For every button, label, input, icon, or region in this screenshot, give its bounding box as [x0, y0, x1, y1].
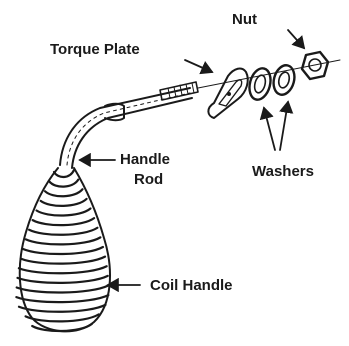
label-handle-rod-line2: Rod	[134, 171, 163, 188]
coil-wrap	[37, 209, 91, 216]
coil-wrap	[17, 276, 107, 283]
washer-2	[270, 63, 297, 97]
coil-wrap	[54, 170, 74, 177]
label-washers: Washers	[252, 163, 314, 180]
label-torque-plate: Torque Plate	[50, 41, 140, 58]
coil-wrap	[41, 199, 87, 206]
label-handle-rod-line1: Handle	[120, 151, 170, 168]
coil-wrap	[23, 247, 103, 254]
coil-wrap	[26, 314, 99, 321]
coil-wrap	[17, 286, 109, 293]
coil-wrap	[29, 228, 97, 235]
coil-wrap	[49, 180, 78, 187]
coil-wrap	[21, 257, 105, 264]
coil-wrap	[26, 237, 101, 244]
coil-wrap	[45, 189, 82, 196]
torque-plate	[208, 69, 247, 118]
coil-wrap	[19, 266, 107, 273]
coil-handle	[16, 168, 110, 331]
coil-wrap	[19, 305, 106, 312]
washer-1	[246, 66, 274, 102]
label-coil-handle: Coil Handle	[150, 277, 233, 294]
nut	[302, 52, 328, 79]
label-nut: Nut	[232, 11, 257, 28]
coil-wrap	[33, 218, 94, 225]
leader-arrows	[80, 30, 304, 285]
coil-wrap	[16, 295, 108, 302]
